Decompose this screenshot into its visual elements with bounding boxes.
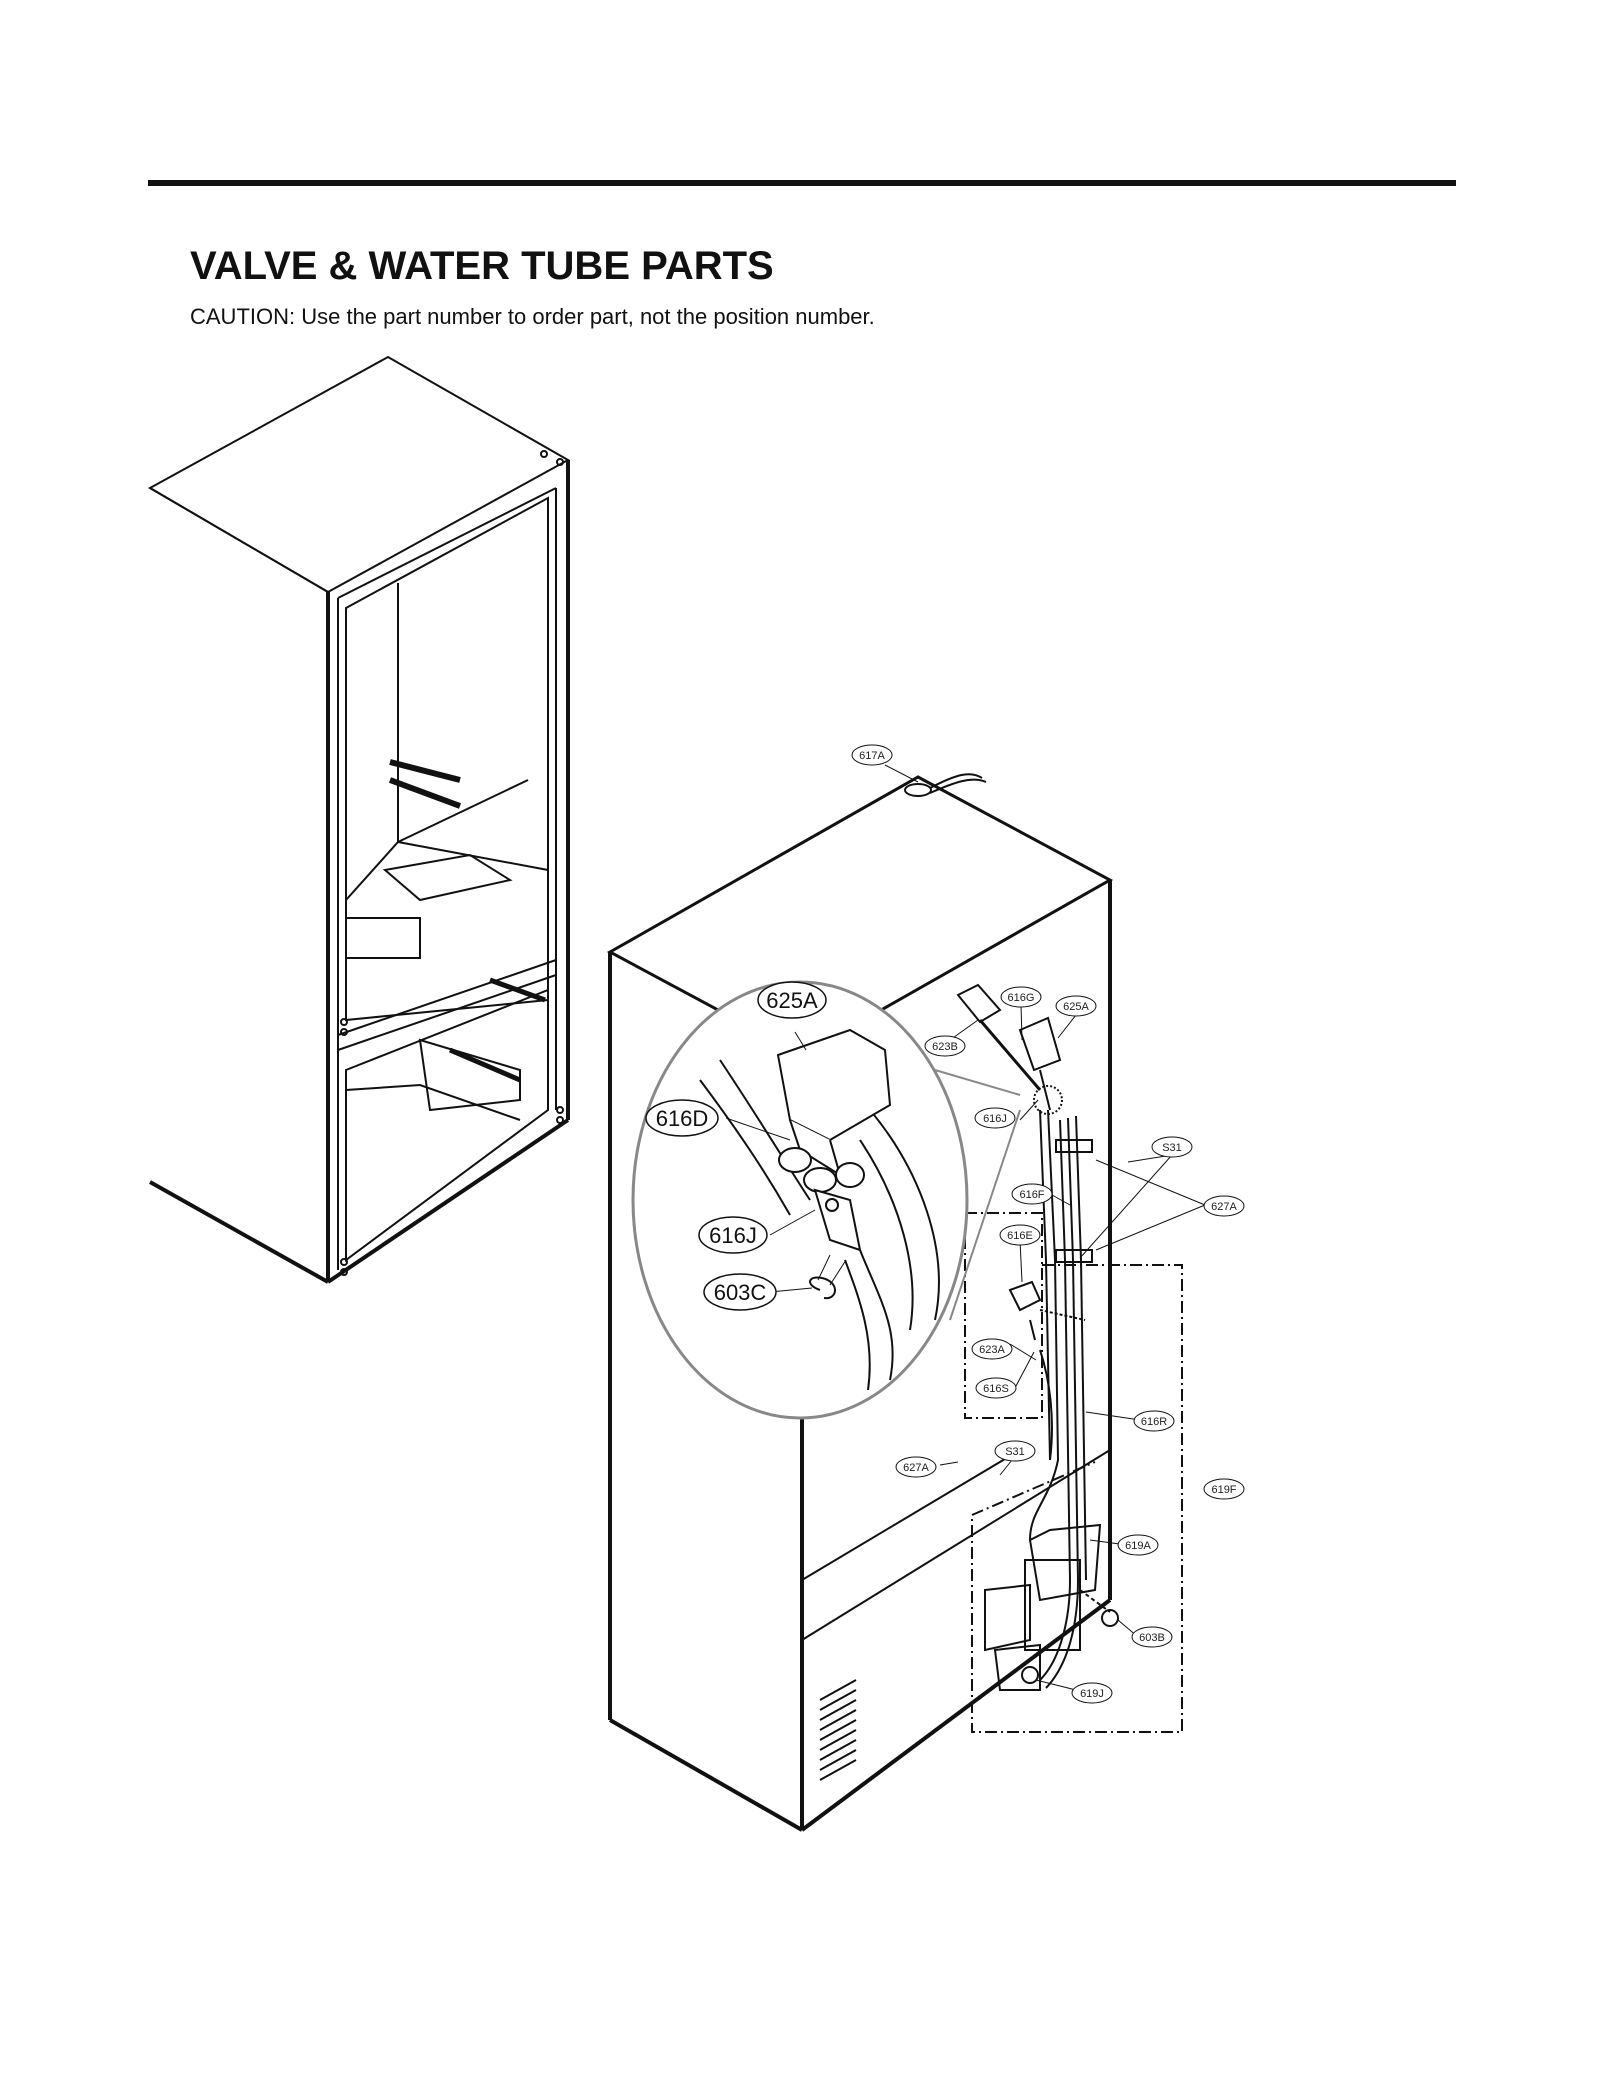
callout-label: 603B bbox=[1139, 1632, 1165, 1644]
callout-616f: 616F bbox=[1011, 1183, 1053, 1205]
callout-label: 617A bbox=[859, 750, 885, 762]
callout-label: 616F bbox=[1019, 1189, 1044, 1201]
callout-616d-zoom: 616D bbox=[645, 1099, 719, 1137]
callout-623a: 623A bbox=[971, 1338, 1013, 1360]
callout-label: 616J bbox=[709, 1223, 757, 1248]
callout-s31-upper: S31 bbox=[1151, 1136, 1193, 1158]
callout-label: 619A bbox=[1125, 1540, 1151, 1552]
callout-label: 625A bbox=[766, 988, 818, 1013]
callout-616g: 616G bbox=[1000, 986, 1042, 1008]
callout-label: 623B bbox=[932, 1041, 958, 1053]
callout-627a-left: 627A bbox=[895, 1456, 937, 1478]
callout-616r: 616R bbox=[1133, 1410, 1175, 1432]
callout-label: 603C bbox=[714, 1280, 767, 1305]
leader-lines bbox=[725, 764, 1206, 1691]
callouts-zoom: 625A 616D 616J 603C bbox=[645, 981, 827, 1311]
callout-619j: 619J bbox=[1071, 1682, 1113, 1704]
callout-label: 616E bbox=[1007, 1230, 1033, 1242]
callout-623b: 623B bbox=[924, 1035, 966, 1057]
callout-s31-lower: S31 bbox=[994, 1440, 1036, 1462]
callout-label: 616J bbox=[983, 1113, 1007, 1125]
callout-label: 616D bbox=[656, 1106, 709, 1131]
fridge-interior-illustration bbox=[147, 355, 571, 1284]
callout-label: 625A bbox=[1063, 1001, 1089, 1013]
upper-valve-assembly bbox=[956, 983, 1063, 1115]
callout-616j-zoom: 616J bbox=[698, 1216, 768, 1254]
callout-627a-right: 627A bbox=[1203, 1195, 1245, 1217]
callout-label: 619J bbox=[1080, 1688, 1104, 1700]
middle-valve bbox=[1008, 1280, 1086, 1341]
lower-valve-assembly bbox=[984, 1523, 1119, 1691]
top-rule bbox=[148, 180, 1456, 186]
callout-label: 616S bbox=[983, 1383, 1009, 1395]
callout-label: 627A bbox=[903, 1462, 929, 1474]
callout-label: 616G bbox=[1008, 992, 1035, 1004]
callout-619f: 619F bbox=[1203, 1478, 1245, 1500]
water-tubes bbox=[1029, 1109, 1093, 1689]
callout-617a: 617A bbox=[851, 744, 893, 766]
callout-603c-zoom: 603C bbox=[703, 1273, 777, 1311]
callout-616e: 616E bbox=[999, 1224, 1041, 1246]
callout-label: 619F bbox=[1211, 1484, 1236, 1496]
page-title: VALVE & WATER TUBE PARTS bbox=[190, 244, 774, 288]
callout-label: S31 bbox=[1162, 1142, 1182, 1154]
callout-603b: 603B bbox=[1131, 1626, 1173, 1648]
callout-label: 627A bbox=[1211, 1201, 1237, 1213]
callout-616j-small: 616J bbox=[974, 1107, 1016, 1129]
callouts-main: 617A 616G 625A 623B 616J S31 616F 627A 6… bbox=[851, 744, 1245, 1704]
assembly-boundaries bbox=[964, 1212, 1183, 1733]
callout-616s: 616S bbox=[975, 1377, 1017, 1399]
zoom-detail bbox=[631, 980, 1021, 1420]
callout-619a: 619A bbox=[1117, 1534, 1159, 1556]
callout-label: 616R bbox=[1141, 1416, 1167, 1428]
callout-label: S31 bbox=[1005, 1446, 1025, 1458]
callout-625a-zoom: 625A bbox=[757, 981, 827, 1019]
caution-note: CAUTION: Use the part number to order pa… bbox=[190, 304, 875, 329]
callout-625a-small: 625A bbox=[1055, 995, 1097, 1017]
callout-label: 623A bbox=[979, 1344, 1005, 1356]
